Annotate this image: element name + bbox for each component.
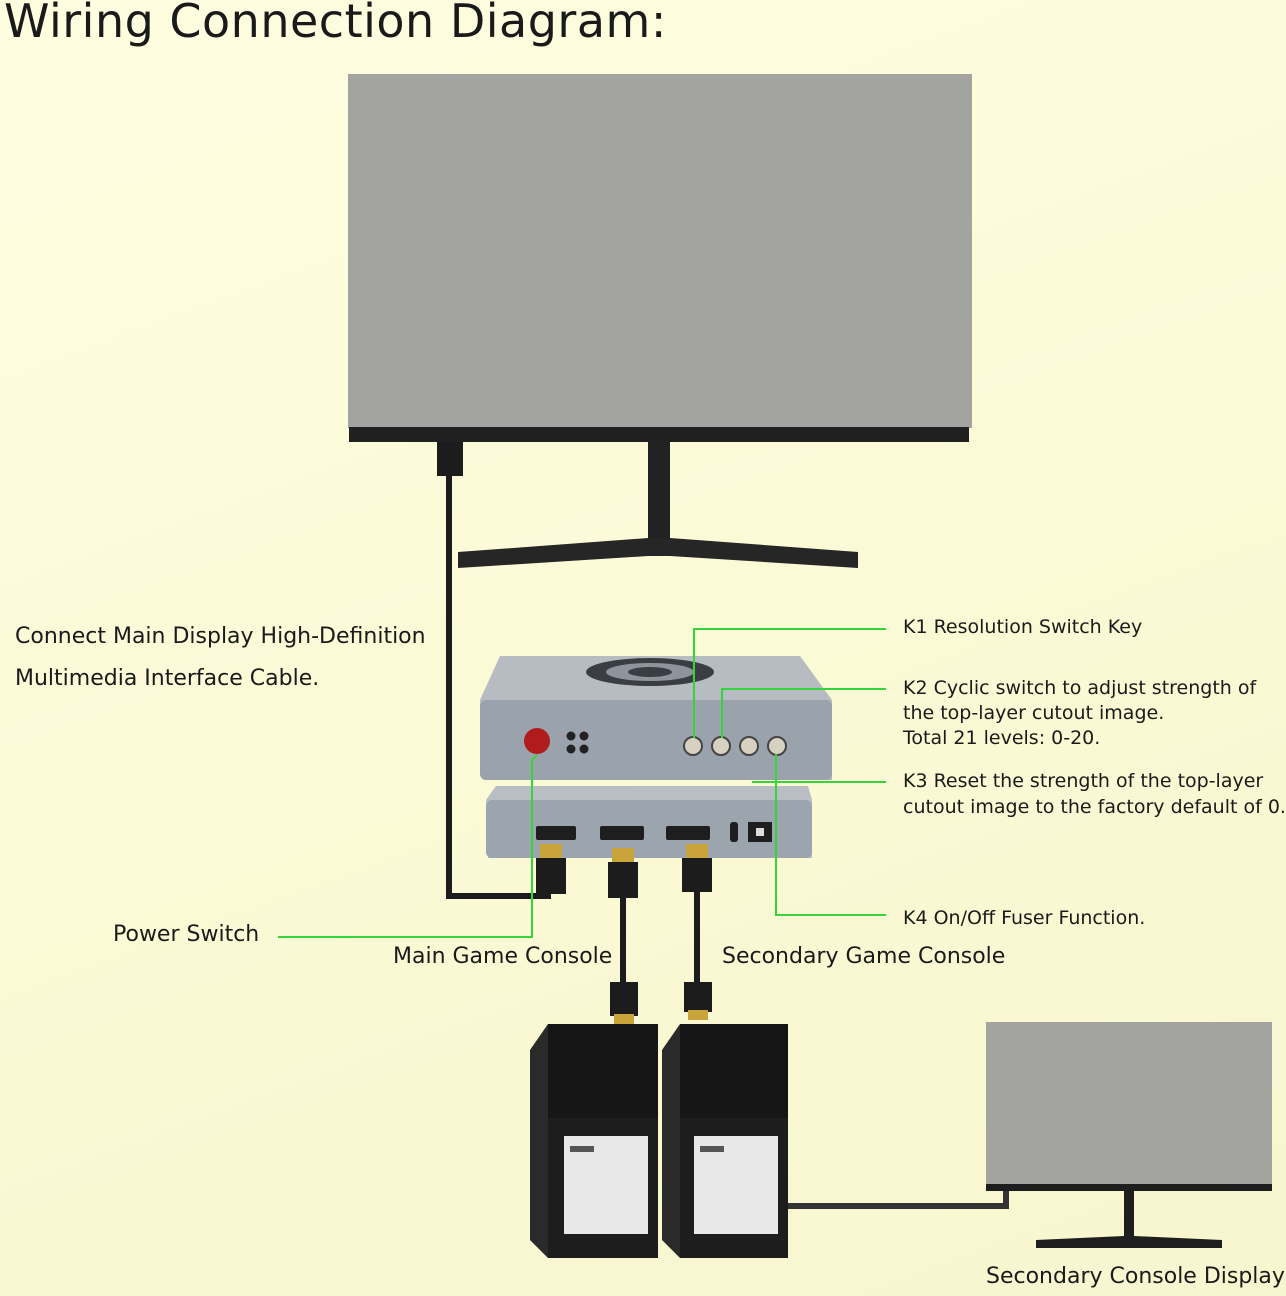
k2-label-line1: K2 Cyclic switch to adjust strength of (903, 677, 1257, 699)
hdmi-cable-label-line1: Connect Main Display High-Definition (15, 624, 426, 649)
hdmi-plugs (536, 844, 712, 898)
hdmi-cable-label-line2: Multimedia Interface Cable. (15, 666, 320, 691)
power-switch-label: Power Switch (113, 922, 260, 947)
diagram-title: Wiring Connection Diagram: (4, 0, 667, 48)
k1-label: K1 Resolution Switch Key (903, 616, 1143, 638)
secondary-game-console (662, 1024, 788, 1258)
secondary-display (986, 1022, 1272, 1248)
secondary-display-label: Secondary Console Display (986, 1264, 1285, 1289)
k2-label-line3: Total 21 levels: 0-20. (903, 727, 1101, 749)
console-cables (610, 890, 712, 1024)
leader-lines (278, 628, 886, 938)
k3-label-line1: K3 Reset the strength of the top-layer (903, 770, 1264, 792)
main-console-label: Main Game Console (393, 944, 613, 969)
k3-label-line2: cutout image to the factory default of 0… (903, 796, 1286, 818)
main-display (348, 74, 972, 568)
fuser-device (480, 656, 832, 858)
main-game-console (530, 1024, 658, 1258)
secondary-console-label: Secondary Game Console (722, 944, 1006, 969)
k2-label-line2: the top-layer cutout image. (903, 702, 1165, 724)
k4-label: K4 On/Off Fuser Function. (903, 907, 1146, 929)
secondary-display-cable (788, 1188, 1009, 1209)
